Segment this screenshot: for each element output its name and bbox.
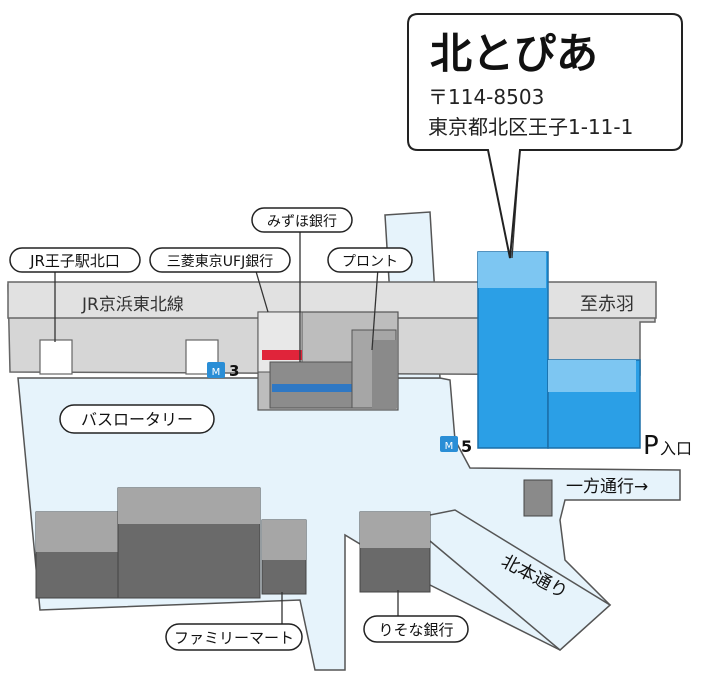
- label-jr-line: JR京浜東北線: [81, 295, 184, 315]
- subway-icon: [207, 362, 225, 378]
- exit-3-number: 3: [229, 362, 239, 380]
- label-mufj-bank-text: 三菱東京UFJ銀行: [167, 254, 273, 270]
- kitahon-street-road: [403, 509, 612, 651]
- label-bus-rotary-text: バスロータリー: [81, 410, 193, 429]
- label-bus-rotary: バスロータリー: [59, 404, 215, 434]
- label-family-mart: ファミリーマート: [165, 623, 303, 651]
- resona-building-top: [360, 512, 430, 548]
- callout-postal: 〒114-8503: [428, 85, 544, 109]
- svg-text:M: M: [445, 441, 454, 452]
- exit-5-number: 5: [461, 437, 472, 456]
- label-mizuho-bank: みずほ銀行: [251, 207, 353, 233]
- label-resona-bank: りそな銀行: [363, 615, 469, 643]
- hokutopia-callout: [407, 13, 683, 259]
- subway-icon: [440, 436, 458, 452]
- label-front-text: プロント: [342, 254, 398, 270]
- label-jr-oji-north-text: JR王子駅北口: [29, 252, 120, 270]
- building-left-top: [36, 512, 118, 552]
- svg-text:M: M: [212, 367, 221, 378]
- label-mizuho-bank-text: みずほ銀行: [267, 214, 337, 230]
- label-one-way: 一方通行→: [566, 477, 648, 497]
- label-resona-bank-text: りそな銀行: [378, 621, 453, 639]
- label-to-akabane: 至赤羽: [580, 294, 634, 315]
- label-mufj-bank: 三菱東京UFJ銀行: [149, 247, 291, 273]
- hokutopia-annex-top: [548, 360, 636, 392]
- callout-title: 北とぴあ: [430, 29, 598, 78]
- track-notch-1: [39, 339, 73, 375]
- front-building-front: [372, 340, 396, 408]
- subway-exit-3: M 3: [207, 362, 239, 380]
- label-parking-entrance: 入口: [660, 439, 692, 458]
- front-stripe: [272, 384, 354, 392]
- callout-address: 東京都北区王子1-11-1: [428, 115, 633, 139]
- label-jr-oji-north: JR王子駅北口: [9, 247, 141, 273]
- familymart-building-top: [262, 520, 306, 560]
- label-parking-p: P: [643, 431, 659, 461]
- hokutopia-tower-top: [478, 252, 546, 288]
- subway-exit-5: M 5: [440, 436, 472, 456]
- label-family-mart-text: ファミリーマート: [174, 629, 294, 647]
- mizuho-stripe: [262, 350, 302, 360]
- label-front: プロント: [327, 247, 413, 273]
- building-center-top: [118, 488, 260, 524]
- one-way-block: [523, 479, 553, 517]
